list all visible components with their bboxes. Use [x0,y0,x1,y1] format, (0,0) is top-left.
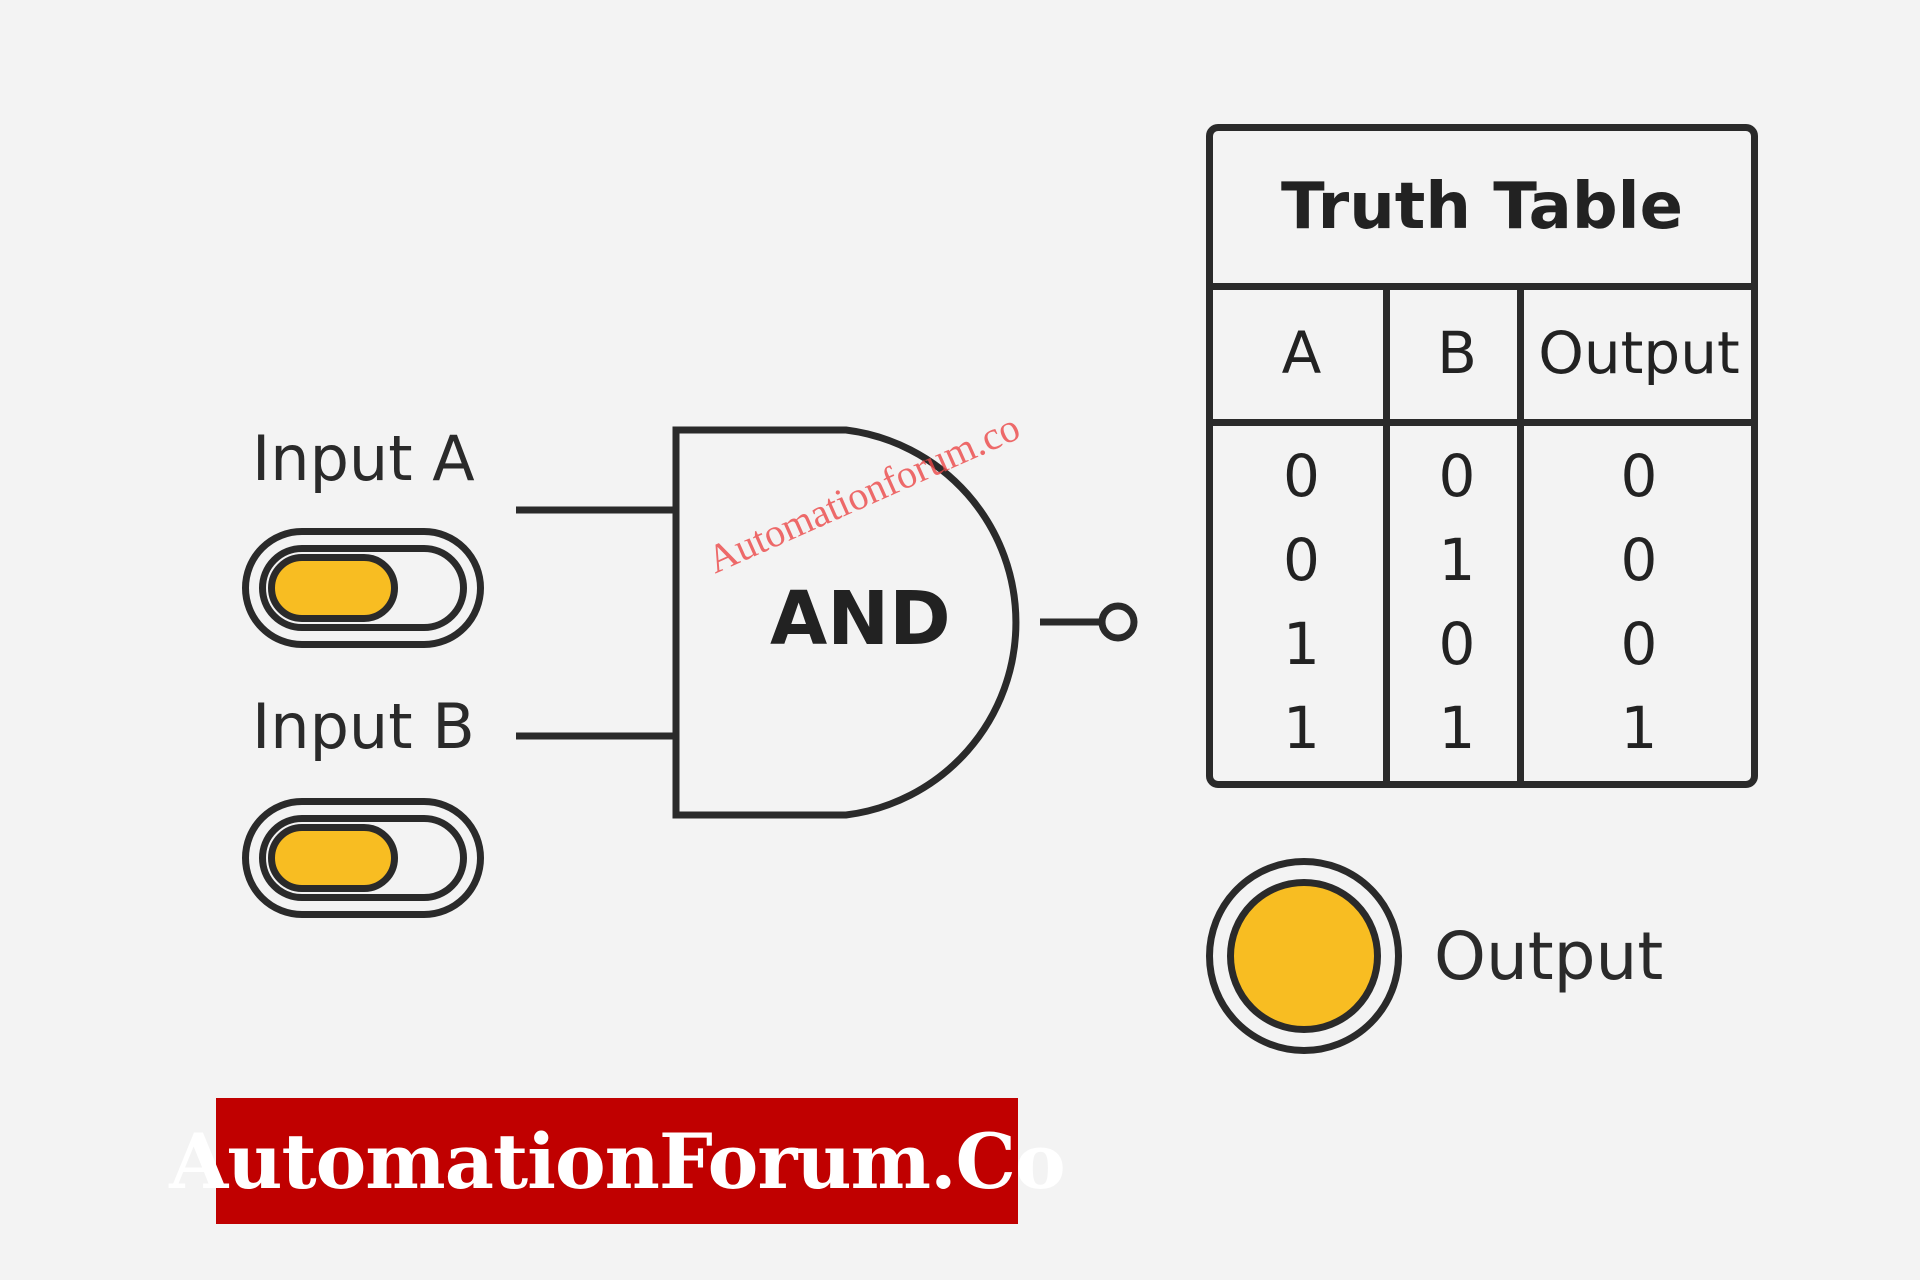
column-divider [1383,287,1390,781]
gate-label: AND [770,576,951,662]
truth-table-title: Truth Table [1213,131,1751,290]
logo-text: AutomationForum.Co [169,1116,1065,1206]
header-output: Output [1538,319,1740,387]
cell-output: 0 [1620,442,1658,510]
cell-a: 0 [1283,526,1320,594]
truth-table: Truth Table A B Output 0 0 0 0 1 0 1 0 0… [1206,124,1758,788]
table-row: 1 0 0 [1213,602,1751,686]
table-row: 1 1 1 [1213,686,1751,770]
cell-a: 1 [1283,610,1320,678]
and-gate-body [672,426,1020,819]
cell-b: 1 [1438,694,1476,762]
toggle-knob [268,824,398,892]
input-a-label: Input A [252,422,475,495]
cell-b: 0 [1438,442,1476,510]
header-b: B [1437,319,1477,387]
cell-b: 1 [1438,526,1476,594]
toggle-track [259,815,467,901]
input-b-label: Input B [252,690,475,763]
output-lamp [1206,858,1402,1054]
input-a-toggle[interactable] [242,528,484,648]
cell-a: 1 [1283,694,1320,762]
truth-table-header: A B Output [1213,287,1751,426]
header-a: A [1281,319,1322,387]
input-b-toggle[interactable] [242,798,484,918]
cell-b: 0 [1438,610,1476,678]
lamp-bulb [1227,879,1381,1033]
table-row: 0 0 0 [1213,434,1751,518]
cell-output: 1 [1620,694,1658,762]
cell-a: 0 [1283,442,1320,510]
output-label: Output [1434,918,1664,995]
output-node [1098,602,1138,642]
cell-output: 0 [1620,526,1658,594]
column-divider [1517,287,1524,781]
table-row: 0 1 0 [1213,518,1751,602]
brand-logo: AutomationForum.Co [169,1098,1066,1224]
truth-table-body: 0 0 0 0 1 0 1 0 0 1 1 1 [1213,424,1751,781]
cell-output: 0 [1620,610,1658,678]
toggle-knob [268,554,398,622]
toggle-track [259,545,467,631]
